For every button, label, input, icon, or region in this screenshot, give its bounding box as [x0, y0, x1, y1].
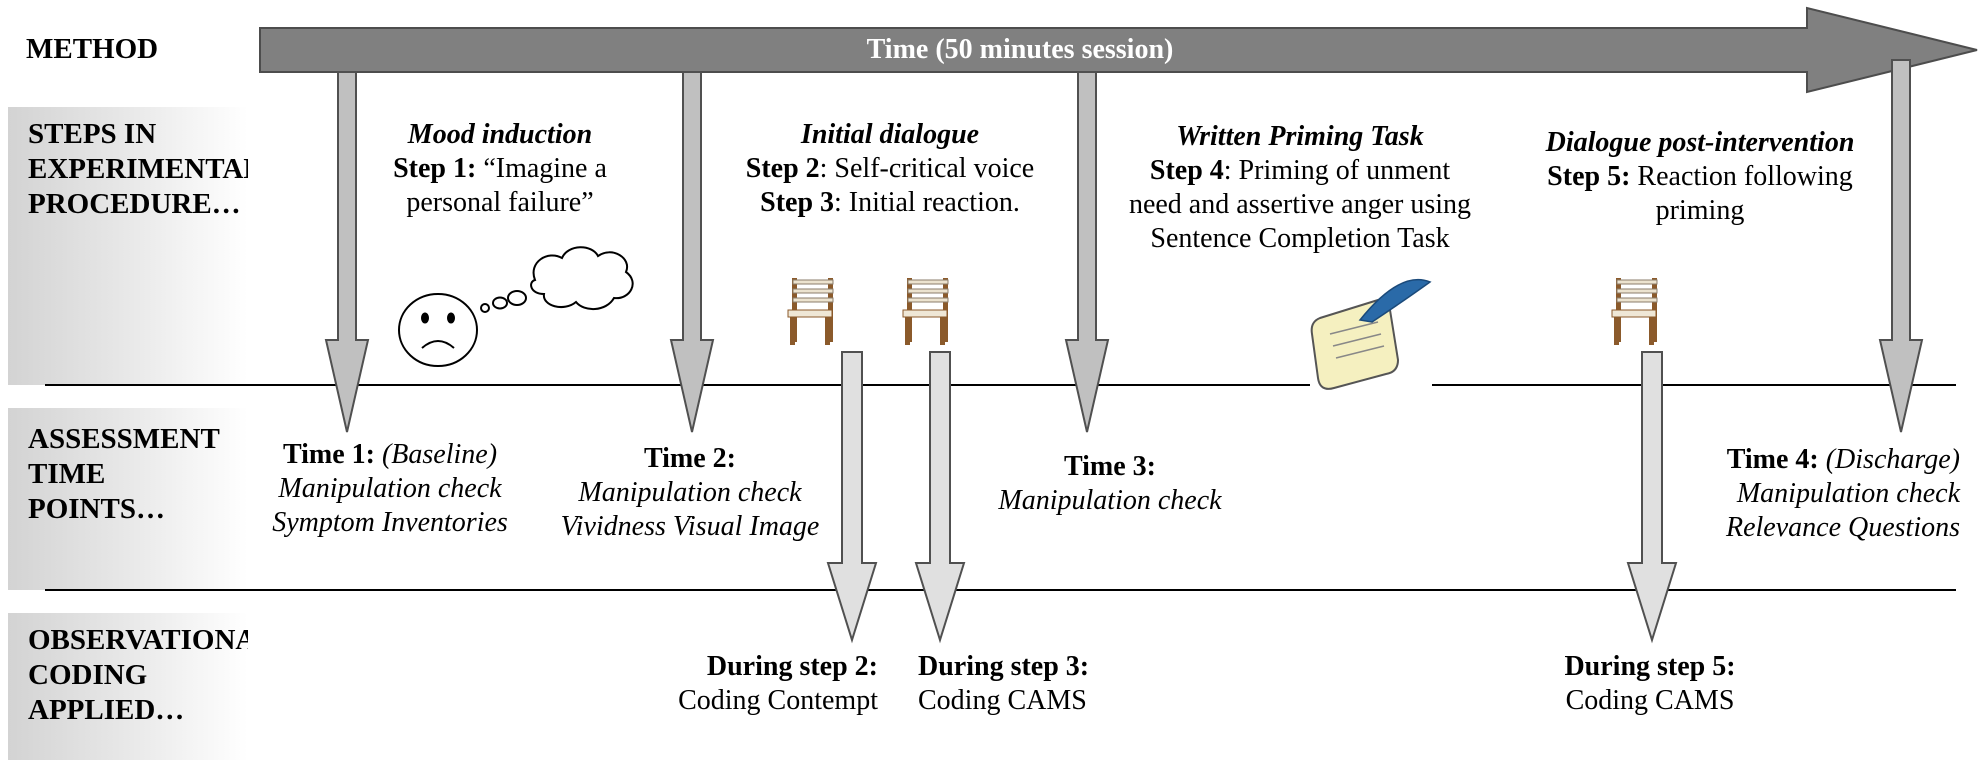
coding-step2: During step 2: Coding Contempt	[600, 650, 878, 718]
assessment-time3: Time 3: Manipulation check	[960, 450, 1260, 518]
time3-label: Time 3:	[1063, 451, 1157, 482]
thought-bubble-icon	[480, 246, 634, 313]
time4-label: Time 4:	[1726, 444, 1819, 475]
row-label-observational: OBSERVATIONAL CODING APPLIED…	[8, 613, 248, 760]
time1-line2: Manipulation check	[278, 473, 502, 504]
chair-icon	[1611, 278, 1658, 345]
step-post-title: Dialogue post-intervention	[1545, 127, 1855, 158]
row-label-observational-text: OBSERVATIONAL CODING APPLIED…	[28, 624, 248, 726]
chair-icon	[787, 278, 834, 345]
down-arrow-time1	[324, 71, 370, 433]
coding-step3: During step 3: Coding CAMS	[918, 650, 1178, 718]
coding-step5-label: During step 5:	[1564, 651, 1736, 682]
down-arrow-time4	[1878, 59, 1924, 433]
down-arrow-time2	[669, 71, 715, 433]
step-1-label: Step 1:	[393, 153, 477, 184]
step-5-label: Step 5:	[1547, 161, 1631, 192]
time4-paren: (Discharge)	[1818, 444, 1960, 475]
time2-line3: Vividness Visual Image	[560, 511, 820, 542]
step-3-label: Step 3	[760, 187, 835, 218]
assessment-time2: Time 2: Manipulation check Vividness Vis…	[530, 442, 850, 544]
step-initial-title: Initial dialogue	[800, 119, 980, 150]
coding-step2-label: During step 2:	[706, 651, 878, 682]
step-written-title: Written Priming Task	[1176, 121, 1424, 152]
coding-step5: During step 5: Coding CAMS	[1530, 650, 1770, 718]
step-4-label: Step 4	[1149, 155, 1224, 186]
time4-line2: Manipulation check	[1736, 478, 1960, 509]
down-arrow-time3	[1064, 71, 1110, 433]
row-label-steps: STEPS IN EXPERIMENTAL PROCEDURE…	[8, 107, 248, 385]
step-3-text: : Initial reaction.	[834, 187, 1020, 218]
sad-face-icon	[398, 293, 478, 367]
step-4-text-line3: Sentence Completion Task	[1150, 223, 1450, 254]
step-2-label: Step 2	[745, 153, 820, 184]
coding-step3-label: During step 3:	[918, 651, 1090, 682]
row-label-assessment: ASSESSMENT TIME POINTS…	[8, 408, 248, 590]
time1-line3: Symptom Inventories	[272, 507, 508, 538]
step-4-text-line2: need and assertive anger using	[1128, 189, 1472, 220]
step-5-text: Reaction following	[1630, 161, 1853, 192]
time2-line2: Manipulation check	[578, 477, 802, 508]
time1-paren: (Baseline)	[374, 439, 498, 470]
step-mood-induction: Mood induction Step 1: “Imagine a person…	[340, 118, 660, 220]
step-written-priming: Written Priming Task Step 4: Priming of …	[1090, 120, 1510, 256]
row-label-assessment-text: ASSESSMENT TIME POINTS…	[28, 423, 220, 525]
step-4-text: : Priming of unment	[1223, 155, 1451, 186]
step-initial-dialogue: Initial dialogue Step 2: Self-critical v…	[680, 118, 1100, 220]
assessment-time1: Time 1: (Baseline) Manipulation check Sy…	[240, 438, 540, 540]
time4-line3: Relevance Questions	[1725, 512, 1960, 543]
step-1-text: “Imagine a	[476, 153, 607, 184]
step-mood-title: Mood induction	[407, 119, 593, 150]
row-label-steps-text: STEPS IN EXPERIMENTAL PROCEDURE…	[28, 118, 248, 220]
coding-step2-text: Coding Contempt	[678, 685, 878, 716]
time1-label: Time 1:	[282, 439, 375, 470]
down-arrow-coding-step2	[826, 351, 878, 644]
coding-step3-text: Coding CAMS	[918, 685, 1087, 716]
time2-label: Time 2:	[643, 443, 737, 474]
row-label-method: METHOD	[26, 33, 159, 65]
time3-line2: Manipulation check	[998, 485, 1222, 516]
step-2-text: : Self-critical voice	[819, 153, 1035, 184]
coding-step5-text: Coding CAMS	[1565, 685, 1735, 716]
scroll-quill-icon	[1310, 278, 1432, 390]
down-arrow-coding-step3	[914, 351, 966, 644]
step-1-text-line2: personal failure”	[406, 187, 594, 218]
chair-icon	[902, 278, 949, 345]
down-arrow-coding-step5	[1626, 351, 1678, 644]
assessment-time4: Time 4: (Discharge) Manipulation check R…	[1660, 443, 1960, 545]
timeline-label: Time (50 minutes session)	[866, 34, 1174, 65]
step-5-text-line2: priming	[1655, 195, 1745, 226]
step-dialogue-post: Dialogue post-intervention Step 5: React…	[1500, 126, 1900, 228]
